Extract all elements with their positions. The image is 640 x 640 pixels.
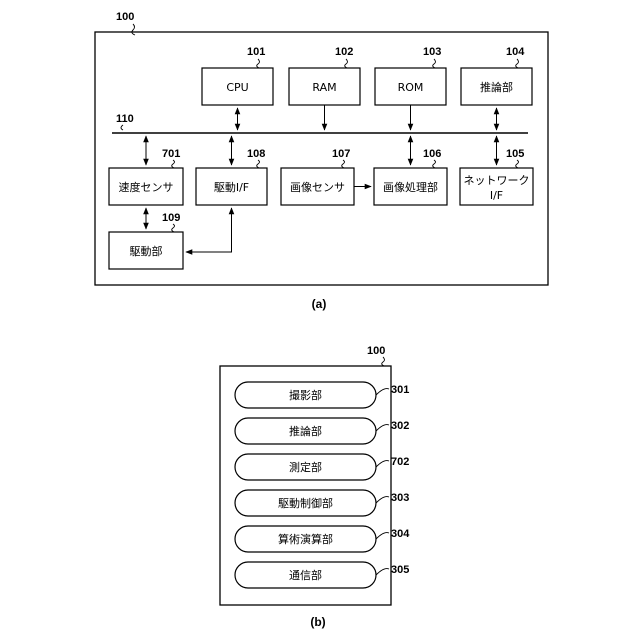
rom-ref: 103 <box>423 46 441 58</box>
speed-sensor-ref-leader <box>172 160 175 168</box>
drive-unit-ref: 109 <box>162 212 180 224</box>
network-if-label-line2: I/F <box>490 189 503 202</box>
ram-ref-leader <box>345 59 348 68</box>
unit-imaging-ref: 301 <box>391 384 409 396</box>
figure-b: 100 撮影部 301 推論部 302 測定部 702 駆動制御部 303 <box>220 345 410 629</box>
unit-inference-label: 推論部 <box>289 424 322 438</box>
figure-a-caption: (a) <box>312 297 327 311</box>
bus-ref-label: 110 <box>116 113 134 125</box>
drive-unit-ref-leader <box>172 224 175 232</box>
unit-measurement-leader <box>376 461 389 467</box>
image-sensor-ref: 107 <box>332 148 350 160</box>
unit-list: 撮影部 301 推論部 302 測定部 702 駆動制御部 303 算術演算部 … <box>235 382 410 588</box>
network-if-ref-leader <box>516 160 519 168</box>
image-processing-ref-leader <box>433 160 436 168</box>
device-ref-leader <box>132 24 135 35</box>
image-sensor-label: 画像センサ <box>290 181 345 194</box>
cpu-ref-leader <box>257 59 260 68</box>
inference-ref: 104 <box>506 46 525 58</box>
rom-ref-leader <box>433 59 436 68</box>
unit-inference-leader <box>376 425 389 431</box>
drive-if-label: 駆動I/F <box>214 180 249 194</box>
device-ref-leader-b <box>382 357 385 366</box>
inference-label: 推論部 <box>480 80 513 94</box>
drive-unit-label: 駆動部 <box>130 244 163 258</box>
unit-arithmetic-ref: 304 <box>391 528 410 540</box>
unit-communication-leader <box>376 569 389 575</box>
unit-arithmetic-label: 算術演算部 <box>278 532 333 546</box>
unit-measurement-label: 測定部 <box>289 460 322 474</box>
ram-label: RAM <box>312 81 336 94</box>
unit-communication-ref: 305 <box>391 564 409 576</box>
inference-ref-leader <box>516 59 519 68</box>
device-ref-label-b: 100 <box>367 345 385 357</box>
unit-imaging-leader <box>376 389 389 395</box>
image-processing-label: 画像処理部 <box>383 180 438 194</box>
bus-ref-leader <box>121 125 123 130</box>
device-ref-label: 100 <box>116 11 134 23</box>
drive-if-ref-leader <box>257 160 260 168</box>
unit-communication-label: 通信部 <box>289 568 322 582</box>
figure-a: 100 110 CPU 101 RAM 102 ROM 103 推論部 104 … <box>95 11 548 311</box>
figure-b-caption: (b) <box>310 615 325 629</box>
unit-inference-ref: 302 <box>391 420 409 432</box>
image-processing-ref: 106 <box>423 148 441 160</box>
unit-arithmetic-leader <box>376 533 389 539</box>
unit-drive-control-ref: 303 <box>391 492 409 504</box>
unit-drive-control-label: 駆動制御部 <box>278 496 333 510</box>
unit-drive-control-leader <box>376 497 389 503</box>
unit-measurement-ref: 702 <box>391 456 409 468</box>
cpu-ref: 101 <box>247 46 265 58</box>
network-if-ref: 105 <box>506 148 524 160</box>
drive-if-to-drive-unit-connector <box>186 208 232 252</box>
rom-label: ROM <box>398 81 424 94</box>
ram-ref: 102 <box>335 46 353 58</box>
speed-sensor-label: 速度センサ <box>119 180 174 194</box>
image-sensor-ref-leader <box>342 160 345 168</box>
cpu-label: CPU <box>226 81 248 94</box>
network-if-label-line1: ネットワーク <box>464 174 530 187</box>
drive-if-ref: 108 <box>247 148 265 160</box>
unit-imaging-label: 撮影部 <box>289 388 322 402</box>
speed-sensor-ref: 701 <box>162 148 180 160</box>
